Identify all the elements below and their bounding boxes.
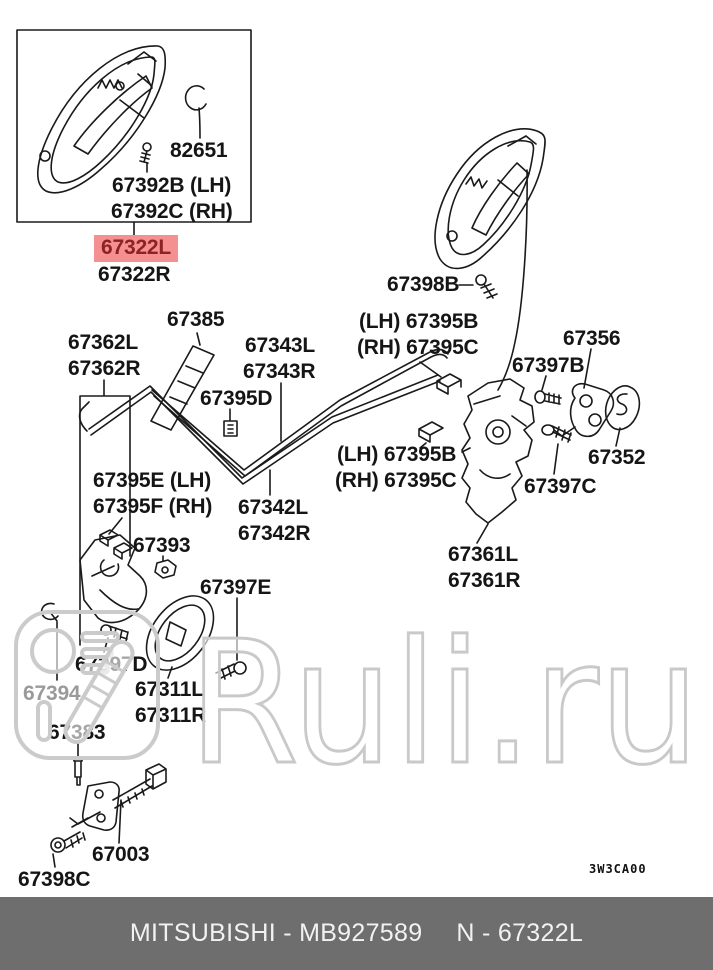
- part-label-highlighted: 67322L: [94, 235, 179, 263]
- part-label: 67395E (LH): [93, 469, 212, 492]
- part-label: 67393: [133, 534, 191, 557]
- part-label: 67395F (RH): [93, 495, 213, 518]
- part-label: 67322R: [98, 263, 171, 286]
- part-label: 67398B: [387, 273, 460, 296]
- part-label: 67385: [167, 308, 225, 331]
- part-label: 67395D: [200, 387, 273, 410]
- part-label: 67361L: [448, 543, 519, 566]
- part-label: (LH) 67395B: [337, 443, 457, 466]
- part-label: 67362R: [68, 357, 141, 380]
- part-label: 67362L: [68, 331, 139, 354]
- part-label: 67383: [48, 721, 106, 744]
- footer-brand-part: MITSUBISHI - MB927589: [129, 919, 423, 947]
- part-label: 67003: [92, 843, 150, 866]
- part-label: 67343R: [243, 360, 316, 383]
- part-label: 67342R: [238, 522, 311, 545]
- part-label: 67392B (LH): [112, 174, 232, 197]
- part-label: (RH) 67395C: [357, 336, 479, 359]
- footer-selected-part: N - 67322L: [456, 919, 584, 947]
- part-label: 67356: [563, 327, 621, 350]
- part-label: 67397D: [75, 653, 148, 676]
- part-label: 67397E: [200, 576, 272, 599]
- part-label: (LH) 67395B: [359, 310, 479, 333]
- part-label: 67342L: [238, 496, 309, 519]
- drawing-code: 3W3CA00: [589, 862, 647, 876]
- part-label: 67311R: [135, 704, 207, 727]
- part-label: 67311L: [135, 678, 204, 701]
- part-label: 67361R: [448, 569, 521, 592]
- part-label: 82651: [170, 139, 228, 162]
- part-label: 67397B: [512, 354, 585, 377]
- part-label: 67343L: [245, 334, 316, 357]
- part-label: (RH) 67395C: [335, 469, 457, 492]
- part-label: 67398C: [18, 868, 91, 891]
- part-label: 67352: [588, 446, 646, 469]
- part-label: 67392C (RH): [111, 200, 233, 223]
- part-label: 67394: [23, 682, 81, 705]
- part-label: 67397C: [524, 475, 597, 498]
- footer-bar: MITSUBISHI - MB927589 N - 67322L: [0, 897, 713, 970]
